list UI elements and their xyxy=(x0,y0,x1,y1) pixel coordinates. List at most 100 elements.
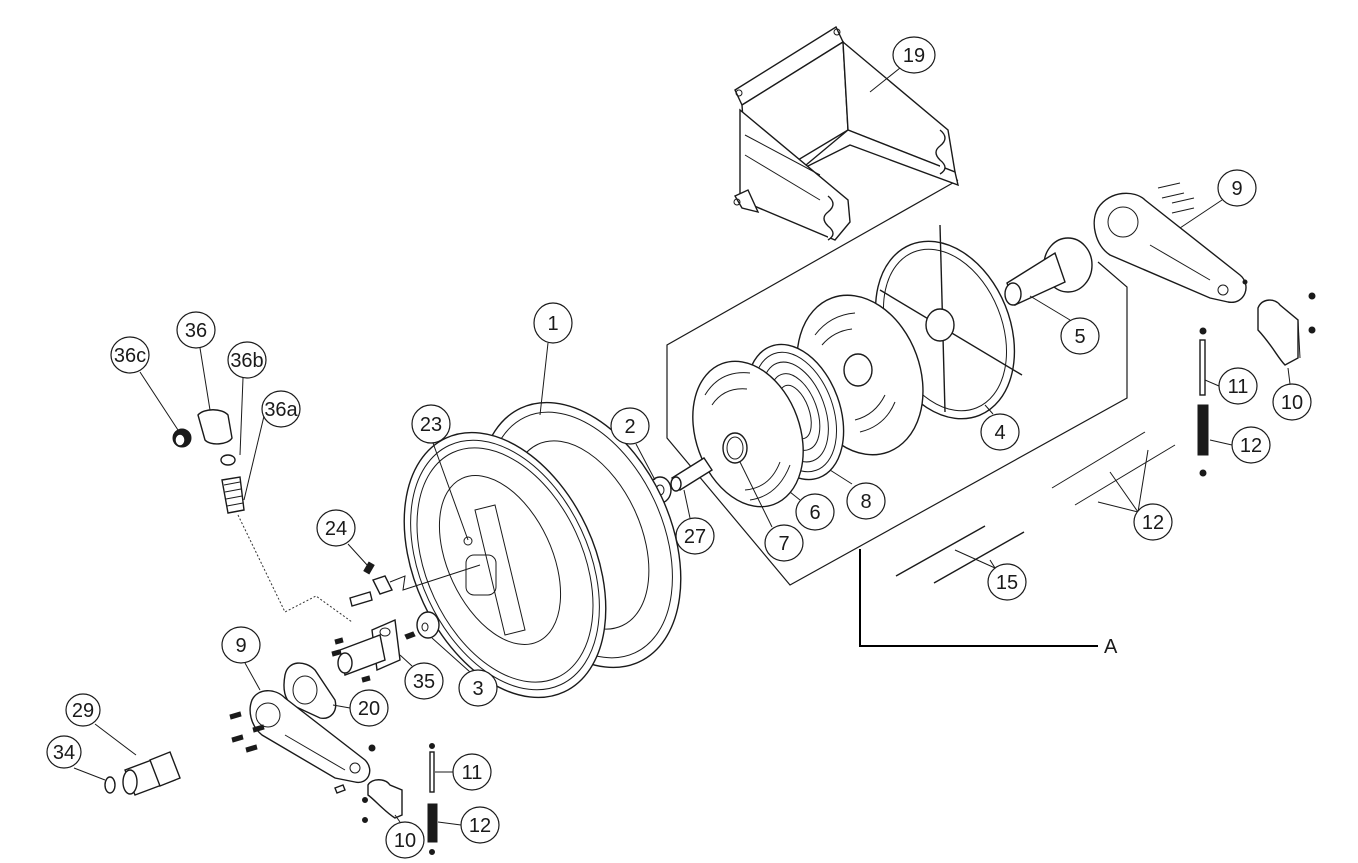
callout-rod-sleeves-group: 12 xyxy=(1133,503,1173,541)
callout-bubble xyxy=(1217,169,1257,207)
leader-line-hose-stop xyxy=(199,347,211,411)
callout-bubble xyxy=(533,302,573,344)
callout-hub-sleeve: 5 xyxy=(1060,317,1100,355)
leader-line-nut xyxy=(239,377,244,456)
callout-number: 36b xyxy=(230,350,263,372)
hose-stop-assembly xyxy=(172,409,245,514)
leader-line-support-arm-left xyxy=(244,662,261,691)
callout-number: 11 xyxy=(462,762,483,784)
callout-latch-spring: 24 xyxy=(316,509,356,547)
leader-line-swivel-flange xyxy=(399,654,413,667)
callout-bubble xyxy=(349,689,389,727)
callout-bubble xyxy=(764,524,804,562)
spacer xyxy=(416,611,440,639)
leader-line-shaft xyxy=(683,489,691,519)
foot-bracket-left xyxy=(362,779,403,823)
callout-number: 7 xyxy=(778,533,789,555)
callout-nipple: 36a xyxy=(261,390,301,428)
leader-line-bushing xyxy=(635,443,656,481)
callout-support-arm-right: 9 xyxy=(1217,169,1257,207)
callout-number: 36a xyxy=(264,399,298,421)
callout-retaining-ring: 7 xyxy=(764,524,804,562)
callout-mounting-bracket: 19 xyxy=(892,36,936,74)
leader-line-spring-cover xyxy=(789,491,801,501)
callout-number: 20 xyxy=(358,698,380,720)
leader-line-tie-rod-right xyxy=(1204,379,1220,387)
callout-spacer: 3 xyxy=(458,669,498,707)
callout-bubble xyxy=(610,407,650,445)
callout-number: 12 xyxy=(469,815,491,837)
callout-swivel-housing: 20 xyxy=(349,689,389,727)
callout-reel-flange-outer: 1 xyxy=(533,302,573,344)
shaft xyxy=(670,457,713,492)
retaining-ring xyxy=(722,432,748,464)
leader-line-swivel-housing xyxy=(332,704,351,709)
callout-bubble xyxy=(1133,503,1173,541)
callout-number: 8 xyxy=(860,491,871,513)
callout-bubble xyxy=(316,509,356,547)
tie-rod-assembly-left xyxy=(427,743,438,855)
callout-drum-nut: 23 xyxy=(411,404,451,444)
callout-number: 12 xyxy=(1240,435,1262,457)
leader-line-o-ring xyxy=(73,767,106,781)
callout-rod-sleeve-left: 12 xyxy=(460,806,500,844)
callout-bubble xyxy=(65,693,101,727)
leader-line-spring-cage xyxy=(984,404,994,415)
callout-number: 4 xyxy=(994,422,1005,444)
callout-bubble xyxy=(846,482,886,520)
callout-swivel-flange: 35 xyxy=(404,662,444,700)
callout-bubble xyxy=(1231,426,1271,464)
callout-bubble xyxy=(46,735,82,769)
callout-number: 12 xyxy=(1142,512,1164,534)
callout-bubble xyxy=(385,821,425,859)
leader-line-rod-sleeve-left xyxy=(437,821,462,826)
callout-o-ring: 34 xyxy=(46,735,82,769)
callout-number: 10 xyxy=(394,830,416,852)
leader-line-rod-sleeve-right xyxy=(1209,439,1233,446)
callout-number: 10 xyxy=(1281,392,1303,414)
callout-number: 35 xyxy=(413,671,435,693)
callout-bubble xyxy=(458,669,498,707)
group-label-a: A xyxy=(1104,636,1118,658)
callout-shaft: 27 xyxy=(675,517,715,555)
callout-bubble xyxy=(110,336,150,374)
leader-line-foot-bracket-left xyxy=(394,814,401,823)
leader-lines xyxy=(73,67,1291,826)
callout-number: 34 xyxy=(53,742,75,764)
callout-bubble xyxy=(892,36,936,74)
callout-bushing: 2 xyxy=(610,407,650,445)
tie-rod-assembly-right xyxy=(1197,327,1209,477)
leader-line-rod-sleeves-group xyxy=(1109,471,1139,513)
callout-number: 1 xyxy=(547,313,558,335)
callout-number: 9 xyxy=(1231,178,1242,200)
callout-bubble xyxy=(460,806,500,844)
callout-number: 9 xyxy=(235,635,246,657)
callout-spring-cage: 4 xyxy=(980,413,1020,451)
callout-number: 11 xyxy=(1228,376,1249,398)
callout-number: 6 xyxy=(809,502,820,524)
swivel-flange xyxy=(331,618,416,683)
foot-bracket-right xyxy=(1242,279,1316,366)
callout-bubble xyxy=(452,753,492,791)
callout-tie-rod-left: 11 xyxy=(452,753,492,791)
callout-nut: 36b xyxy=(227,341,267,379)
callout-bubble xyxy=(411,404,451,444)
leader-line-retaining-ring xyxy=(739,461,773,528)
callout-bubble xyxy=(261,390,301,428)
mounting-bracket xyxy=(733,25,959,241)
callout-spring: 8 xyxy=(846,482,886,520)
swivel-housing xyxy=(283,662,337,719)
leader-line-rod-sleeves-group xyxy=(1137,449,1149,513)
callout-bubble xyxy=(227,341,267,379)
o-ring xyxy=(104,776,116,794)
leader-line-rod-sleeves-group xyxy=(1097,501,1139,513)
callout-inlet-fitting: 29 xyxy=(65,693,101,727)
leader-line-foot-bracket-right xyxy=(1287,367,1291,385)
callout-support-arm-left: 9 xyxy=(221,626,261,664)
callout-hose-stop: 36 xyxy=(176,311,216,349)
tie-rods xyxy=(895,525,1025,584)
callout-bubble xyxy=(795,493,835,531)
callout-bubble xyxy=(1272,383,1312,421)
callout-bubble xyxy=(675,517,715,555)
